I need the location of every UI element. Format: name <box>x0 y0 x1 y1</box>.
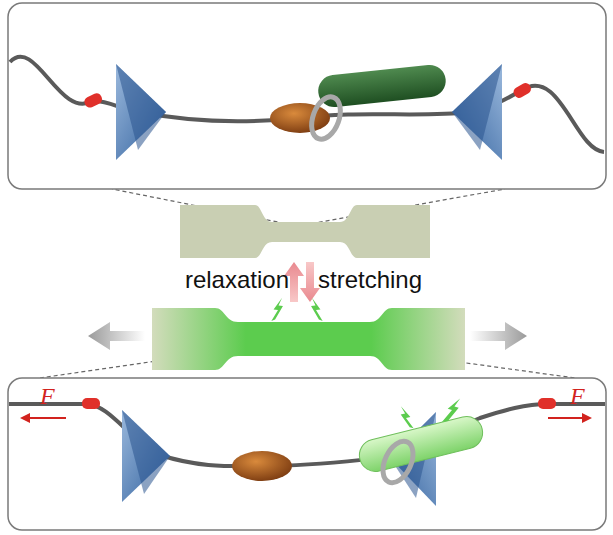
force-arrow <box>548 417 584 419</box>
bright-fluorophore <box>356 413 486 475</box>
emission-mark <box>306 298 329 321</box>
emission-mark <box>396 406 418 428</box>
process-label: relaxation <box>185 268 289 292</box>
stopper <box>512 81 533 100</box>
cone-shade <box>116 64 166 150</box>
cone-stopper <box>116 64 166 160</box>
zoom-leader <box>40 189 575 378</box>
process-label: stretching <box>318 268 422 292</box>
relaxed-specimen <box>180 205 430 258</box>
stretch-arrow <box>300 262 320 302</box>
polymer-chain <box>10 57 604 152</box>
macrocycle-ring <box>306 93 345 143</box>
stopper <box>82 398 100 409</box>
stopper <box>538 398 556 409</box>
force-arrow <box>28 417 66 419</box>
pull-arrow <box>88 322 145 350</box>
cone-shade <box>122 410 170 494</box>
emission-mark <box>438 398 463 422</box>
cone-shade <box>452 64 502 150</box>
force-label: F <box>570 384 585 408</box>
cone-stopper <box>452 64 502 160</box>
quencher-unit <box>232 451 292 481</box>
force-arrowhead <box>582 413 592 423</box>
stopper <box>83 92 104 110</box>
quencher-unit <box>270 103 330 133</box>
inset-panel <box>8 3 606 189</box>
macrocycle-ring <box>377 437 419 488</box>
force-arrowhead <box>20 413 30 423</box>
force-label: F <box>40 384 55 408</box>
pull-arrow <box>470 322 527 350</box>
emission-mark <box>265 298 288 321</box>
inset-panel <box>8 378 606 530</box>
polymer-chain <box>9 404 605 466</box>
stretched-specimen <box>152 308 465 370</box>
cone-stopper <box>122 410 170 502</box>
